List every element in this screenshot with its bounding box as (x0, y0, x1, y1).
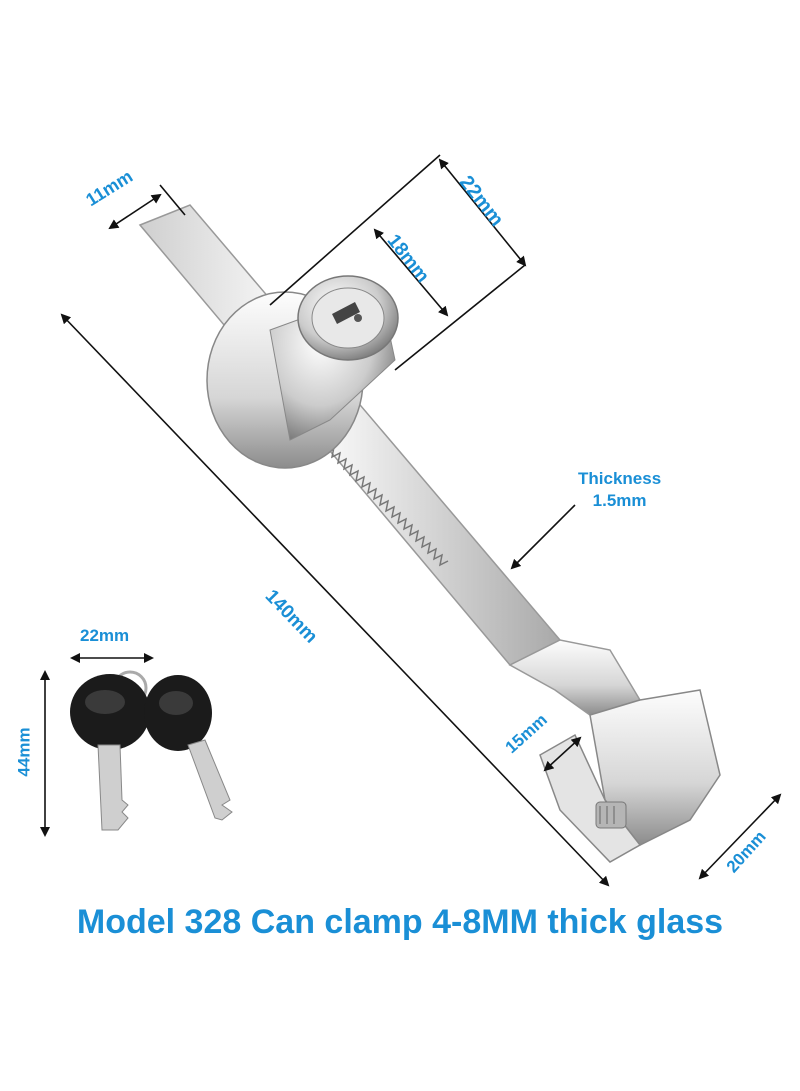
label-key-44mm: 44mm (14, 727, 34, 777)
product-caption: Model 328 Can clamp 4-8MM thick glass (76, 903, 724, 941)
label-key-22mm: 22mm (80, 626, 130, 645)
label-thickness-line1: Thickness (578, 469, 662, 488)
glass-clamp (539, 689, 721, 863)
keys (70, 670, 233, 831)
lock-bar (138, 204, 642, 716)
label-thickness: Thickness 1.5mm (578, 468, 661, 512)
dimension-lines (40, 154, 782, 887)
label-thickness-line2: 1.5mm (592, 491, 647, 510)
